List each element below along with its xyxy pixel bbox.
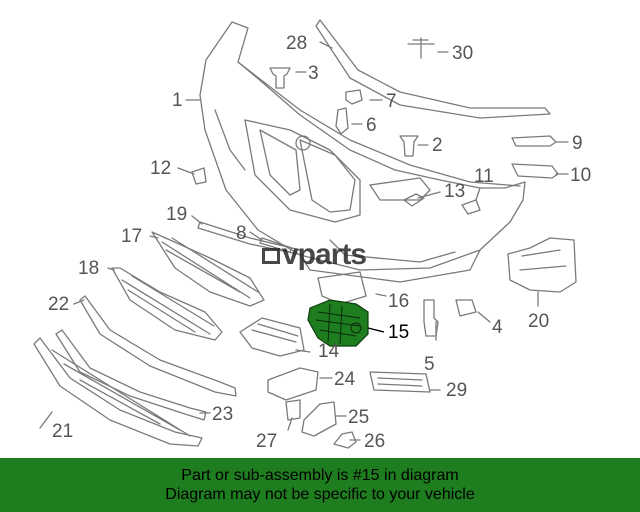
callout-2: 2 (432, 135, 443, 156)
grille-17 (151, 231, 265, 307)
callout-12: 12 (150, 158, 172, 179)
callout-9: 9 (572, 133, 583, 154)
callout-6: 6 (366, 115, 377, 136)
top-strip (315, 19, 551, 119)
callout-13: 13 (444, 181, 466, 202)
callout-14: 14 (318, 341, 340, 362)
parts-diagram (33, 19, 577, 449)
callout-18: 18 (78, 258, 100, 279)
callout-7: 7 (386, 91, 397, 112)
callout-19: 19 (166, 204, 188, 225)
callout-10: 10 (570, 165, 592, 186)
callout-27: 27 (256, 431, 278, 452)
callout-20: 20 (528, 311, 550, 332)
logo-mark-icon (262, 248, 280, 264)
banner-line-disclaimer: Diagram may not be specific to your vehi… (165, 486, 475, 503)
watermark-logo: vparts (262, 238, 367, 272)
callout-28: 28 (286, 33, 308, 54)
absorber-21 (33, 337, 203, 447)
callout-4: 4 (492, 317, 503, 338)
bumper-cover (199, 21, 526, 271)
watermark-text: vparts (282, 238, 367, 271)
strip-19 (197, 221, 303, 256)
bracket-20 (507, 237, 577, 293)
callout-11: 11 (474, 166, 494, 187)
callout-3: 3 (308, 63, 319, 84)
info-banner: Part or sub-assembly is #15 in diagram D… (0, 458, 640, 512)
callout-1: 1 (172, 90, 183, 111)
callout-15: 15 (388, 322, 410, 343)
callout-26: 26 (364, 431, 386, 452)
callout-25: 25 (348, 407, 370, 428)
callout-22: 22 (48, 294, 70, 315)
callout-17: 17 (121, 226, 143, 247)
callout-21: 21 (52, 421, 74, 442)
callout-16: 16 (388, 291, 410, 312)
callout-8: 8 (236, 223, 247, 244)
callout-23: 23 (212, 404, 234, 425)
grille-18 (111, 267, 223, 341)
callout-5: 5 (424, 354, 435, 375)
banner-line-part: Part or sub-assembly is #15 in diagram (181, 467, 459, 484)
callout-30: 30 (452, 43, 474, 64)
callout-29: 29 (446, 380, 468, 401)
callout-24: 24 (334, 369, 356, 390)
